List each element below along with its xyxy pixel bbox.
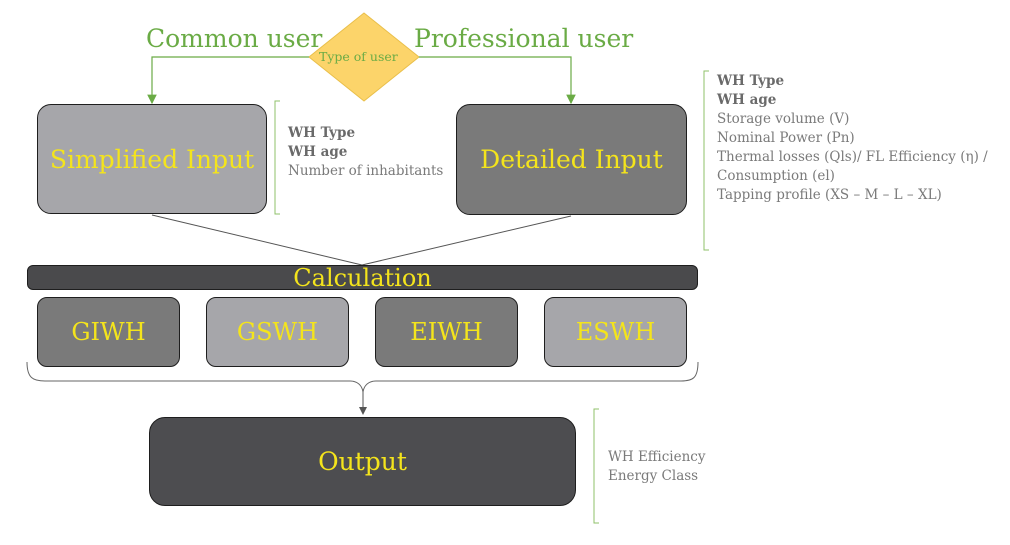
- branch-label-common-user: Common user: [146, 24, 323, 53]
- calculation-bar: Calculation: [27, 263, 698, 292]
- calc-type-eswh: ESWH: [544, 297, 687, 367]
- simplified-to-calc-line: [151, 214, 363, 266]
- calc-type-giwh: GIWH: [37, 297, 180, 367]
- branch-arrow-left: [147, 56, 309, 105]
- calc-type-eiwh: EIWH: [375, 297, 518, 367]
- branch-label-professional-user: Professional user: [414, 24, 634, 53]
- simplified-detail-2: WH age: [288, 144, 348, 160]
- calc-type-eswh-label: ESWH: [575, 318, 656, 346]
- calc-type-gswh: GSWH: [206, 297, 349, 367]
- detailed-input-details: WH Type WH age Storage volume (V) Nomina…: [717, 72, 988, 205]
- detailed-details-bracket: [703, 70, 709, 251]
- detailed-detail-6: Consumption (el): [717, 168, 835, 184]
- simplified-detail-1: WH Type: [288, 125, 356, 141]
- detailed-to-calc-line: [361, 215, 572, 266]
- output-detail-1: WH Efficiency: [608, 449, 706, 465]
- simplified-detail-3: Number of inhabitants: [288, 163, 444, 179]
- calculation-title: Calculation: [293, 263, 432, 292]
- simplified-input-box: Simplified Input: [37, 104, 267, 214]
- output-box: Output: [149, 417, 576, 506]
- calc-type-gswh-label: GSWH: [236, 318, 319, 346]
- detailed-input-title: Detailed Input: [480, 145, 663, 174]
- detailed-detail-5: Thermal losses (Qls)/ FL Efficiency (η) …: [717, 149, 988, 165]
- detailed-detail-2: WH age: [717, 92, 777, 108]
- branch-arrow-right: [419, 56, 576, 105]
- calc-type-giwh-label: GIWH: [71, 318, 146, 346]
- detailed-detail-4: Nominal Power (Pn): [717, 130, 855, 146]
- output-detail-2: Energy Class: [608, 468, 699, 484]
- decision-label: Type of user: [319, 49, 398, 64]
- simplified-details-bracket: [274, 100, 280, 215]
- output-title: Output: [318, 447, 407, 476]
- decision-diamond: [308, 12, 420, 102]
- detailed-detail-3: Storage volume (V): [717, 111, 850, 127]
- output-details-bracket: [593, 408, 599, 524]
- detailed-input-box: Detailed Input: [456, 104, 687, 215]
- simplified-input-title: Simplified Input: [49, 144, 255, 174]
- output-details: WH Efficiency Energy Class: [608, 448, 705, 486]
- detailed-detail-1: WH Type: [717, 73, 785, 89]
- detailed-detail-7: Tapping profile (XS – M – L – XL): [717, 187, 942, 203]
- simplified-input-details: WH Type WH age Number of inhabitants: [288, 124, 443, 181]
- calc-type-eiwh-label: EIWH: [410, 318, 483, 346]
